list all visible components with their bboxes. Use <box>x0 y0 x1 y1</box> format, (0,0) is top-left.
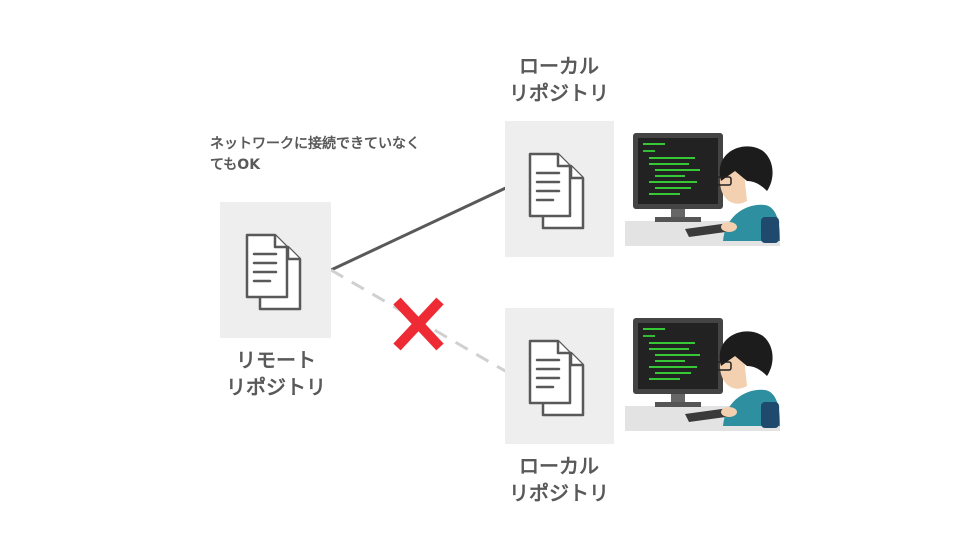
local-repository-label-top: ローカル リポジトリ <box>488 53 630 107</box>
remote-repository-label: リモート リポジトリ <box>205 347 347 401</box>
document-icon <box>528 152 585 230</box>
cross-icon <box>393 297 444 351</box>
developer-illustration <box>625 318 780 431</box>
local-bottom-line1: ローカル <box>519 454 599 478</box>
developer-illustration <box>625 133 780 246</box>
remote-label-line2: リポジトリ <box>226 375 326 399</box>
network-note: ネットワークに接続できていなく てもOK <box>210 134 420 176</box>
local-top-line1: ローカル <box>519 54 599 78</box>
document-icon <box>528 339 585 417</box>
local-repository-box-top <box>505 121 614 257</box>
network-note-line2: てもOK <box>210 157 261 173</box>
document-icon <box>245 233 302 311</box>
connected-line <box>330 183 513 272</box>
remote-repository-box <box>220 202 331 338</box>
local-repository-box-bottom <box>505 308 614 444</box>
local-top-line2: リポジトリ <box>509 81 609 105</box>
remote-label-line1: リモート <box>236 348 316 372</box>
local-repository-label-bottom: ローカル リポジトリ <box>488 453 630 507</box>
network-note-line1: ネットワークに接続できていなく <box>210 136 420 152</box>
local-bottom-line2: リポジトリ <box>509 481 609 505</box>
